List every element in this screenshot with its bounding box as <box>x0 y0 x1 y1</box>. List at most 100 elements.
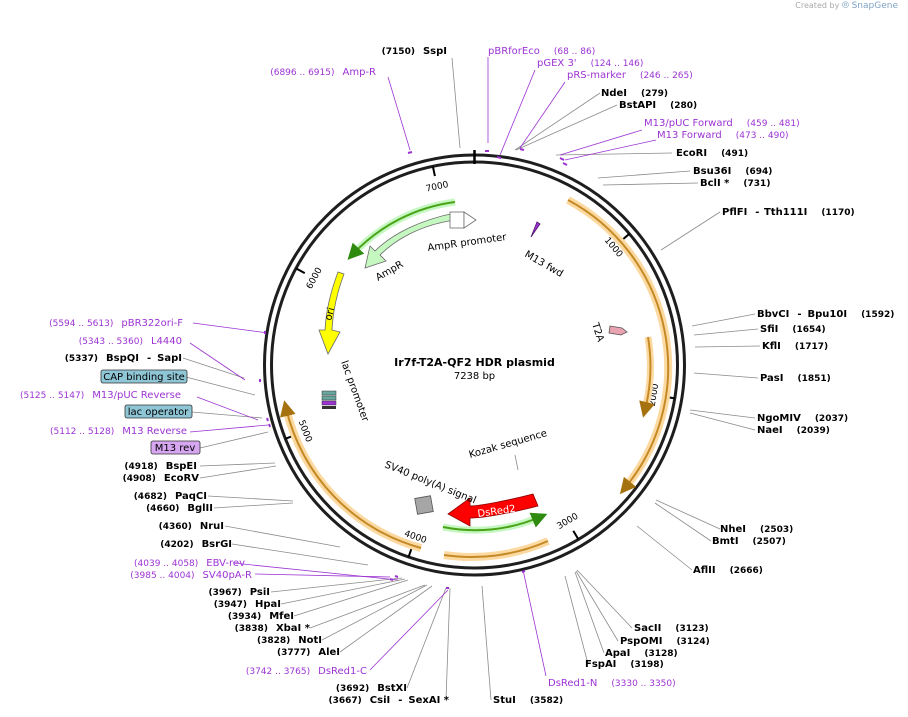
primer-mark <box>407 151 413 154</box>
enzyme-label[interactable]: (4918)BspEI <box>124 461 197 472</box>
homology-arms <box>280 196 673 561</box>
leader-line <box>231 543 369 566</box>
watermark-prefix: Created by <box>795 1 840 10</box>
enzyme-label[interactable]: ApaI(3128) <box>605 648 678 659</box>
leader-line <box>199 431 269 449</box>
ruler-label: 7000 <box>425 180 450 195</box>
leader-line <box>406 587 447 689</box>
enzyme-label[interactable]: PspOMI(3124) <box>620 636 710 647</box>
enzyme-label[interactable]: NaeI(2039) <box>757 425 830 436</box>
leader-line <box>224 525 341 548</box>
primer-leader <box>192 322 269 334</box>
primer-label[interactable]: pRS-marker(246 .. 265) <box>567 70 693 81</box>
leader-line <box>597 170 691 179</box>
leader-line <box>555 152 673 156</box>
enzyme-label[interactable]: NgoMIV(2037) <box>757 413 848 424</box>
enzyme-label[interactable]: (4682)PaqCI <box>134 491 207 502</box>
enzyme-label[interactable]: BmtI(2507) <box>712 536 786 547</box>
dsred2-arrow <box>447 493 539 527</box>
plasmid-title-block: Ir7f-T2A-QF2 HDR plasmid 7238 bp <box>394 356 555 382</box>
homology-arm-inner <box>639 336 655 418</box>
leader-line <box>689 409 756 419</box>
enzyme-label[interactable]: (3934)MfeI <box>228 611 294 622</box>
enzyme-label[interactable]: (4202)BsrGI <box>160 539 232 550</box>
ampr-promoter-label: AmpR promoter <box>427 232 508 254</box>
lac-operator-box <box>124 404 193 419</box>
enzyme-label[interactable]: StuI(3582) <box>493 695 563 706</box>
homology-arm-bottom <box>443 540 549 558</box>
enzyme-label[interactable]: (3828)NotI <box>257 635 322 646</box>
enzyme-label[interactable]: (4360)NruI <box>159 521 224 532</box>
leader-line <box>654 502 712 542</box>
primer-mark <box>496 156 502 159</box>
primer-label[interactable]: (3985 .. 4004)SV40pA-R <box>130 570 252 581</box>
leader-line <box>270 577 403 593</box>
primer-label[interactable]: (5125 .. 5147)M13/pUC Reverse <box>20 390 181 401</box>
enzyme-label[interactable]: PflFI-Tth111I(1170) <box>722 207 855 218</box>
primer-label[interactable]: M13/pUC Forward(459 .. 481) <box>644 118 800 129</box>
leader-line <box>660 211 721 251</box>
enzyme-label[interactable]: BstAPI(280) <box>619 100 697 111</box>
leader-line <box>515 104 618 151</box>
ampr-arrow <box>364 212 456 269</box>
leader-line <box>293 579 409 617</box>
leader-line <box>514 454 519 471</box>
leader-line <box>655 499 721 530</box>
primer-mark <box>268 423 271 428</box>
leader-line <box>694 345 761 348</box>
primer-leader <box>369 589 449 671</box>
enzyme-label[interactable]: PasI(1851) <box>760 373 831 384</box>
primer-label[interactable]: (6896 .. 6915)Amp-R <box>270 67 376 78</box>
ori-arrow <box>318 271 345 355</box>
enzyme-label[interactable]: (5337)BspQI-SapI <box>65 353 182 364</box>
enzyme-label[interactable]: AflII(2666) <box>693 565 763 576</box>
leader-line <box>213 502 294 509</box>
enzyme-label[interactable]: NheI(2503) <box>720 524 793 535</box>
kozak-label: Kozak sequence <box>468 428 549 461</box>
ruler-tick <box>431 166 436 177</box>
enzyme-label[interactable]: BbvCI-Bpu10I(1592) <box>757 309 894 320</box>
enzyme-label[interactable]: EcoRI(491) <box>676 148 748 159</box>
leader-line <box>575 570 619 642</box>
enzyme-label[interactable]: FspAI(3198) <box>585 659 664 670</box>
primer-label[interactable]: (5112 .. 5128)M13 Reverse <box>50 426 187 437</box>
enzyme-label[interactable]: (4660)BglII <box>146 503 213 514</box>
primer-leader <box>232 562 399 581</box>
enzyme-label[interactable]: (3838)XbaI * <box>235 623 311 634</box>
lac-operator-label[interactable]: lac operator <box>128 407 189 418</box>
leader-line <box>576 569 633 629</box>
enzyme-label[interactable]: (4908)EcoRV <box>123 473 200 484</box>
snapgene-logo-icon: ⦾ <box>841 1 850 11</box>
enzyme-label[interactable]: (3967)PsiI <box>208 587 270 598</box>
primer-label[interactable]: (5343 .. 5360)L4440 <box>79 336 182 347</box>
primer-label[interactable]: DsRed1-N(3330 .. 3350) <box>548 678 676 689</box>
enzyme-label[interactable]: SfiI(1654) <box>760 324 826 335</box>
enzyme-label[interactable]: NdeI(279) <box>601 88 668 99</box>
boxed-feature-labels: CAP binding site lac operator M13 rev <box>100 369 201 455</box>
enzyme-label[interactable]: (7150)SspI <box>382 46 447 57</box>
primer-leader <box>254 573 391 578</box>
plasmid-size: 7238 bp <box>454 371 495 382</box>
primer-label[interactable]: pGEX 3'(124 .. 146) <box>537 58 643 69</box>
primer-label[interactable]: pBRforEco(68 .. 86) <box>488 46 595 57</box>
enzyme-label[interactable]: BclI *(731) <box>700 178 770 189</box>
green-arc-bottom <box>442 512 548 532</box>
enzyme-label[interactable]: SacII(3123) <box>634 623 709 634</box>
m13-rev-label[interactable]: M13 rev <box>155 443 196 454</box>
leader-line <box>182 357 245 379</box>
m13-fwd-label: M13 fwd <box>523 249 565 280</box>
leader-line <box>309 584 426 629</box>
primer-label[interactable]: M13 Forward(473 .. 490) <box>657 130 789 141</box>
primer-label[interactable]: (3742 .. 3765)DsRed1-C <box>246 666 367 677</box>
enzyme-label[interactable]: (3667)CsiI-SexAI * <box>329 695 450 706</box>
enzyme-label[interactable]: Bsu36I(694) <box>693 166 772 177</box>
enzyme-label[interactable]: (3947)HpaI <box>214 599 281 610</box>
enzyme-label[interactable]: (3777)AleI <box>277 647 340 658</box>
leader-line <box>339 585 433 653</box>
cap-binding-site-label[interactable]: CAP binding site <box>103 372 185 383</box>
enzyme-label[interactable]: (3692)BstXI <box>336 683 407 694</box>
primer-label[interactable]: (5594 .. 5613)pBR322ori-F <box>49 318 183 329</box>
enzyme-label[interactable]: KflI(1717) <box>762 341 828 352</box>
primer-label[interactable]: (4039 .. 4058)EBV-rev <box>134 558 245 569</box>
